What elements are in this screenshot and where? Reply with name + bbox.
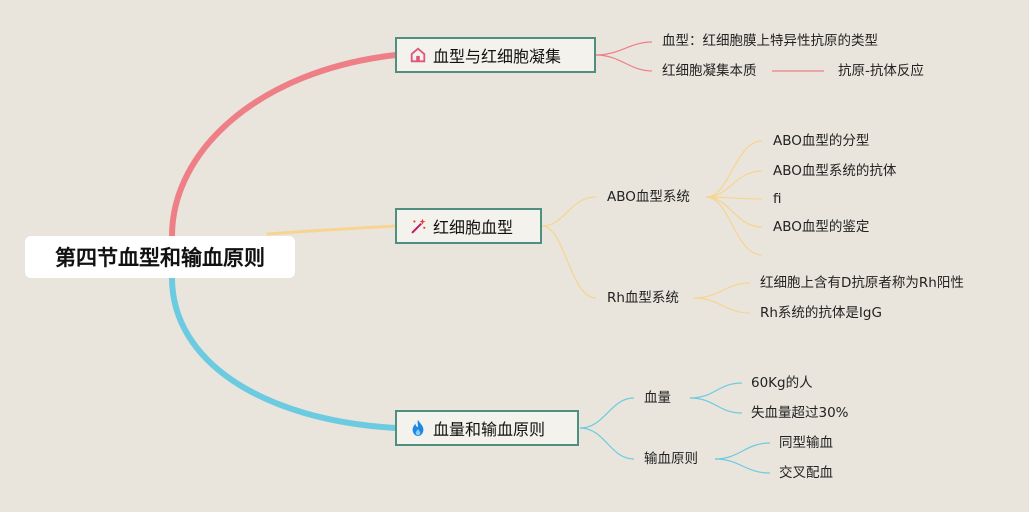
leaf-abo-antibodies[interactable]: ABO血型系统的抗体 [773, 163, 897, 179]
link-root-to-branch-3 [169, 275, 399, 431]
subtopic-blood-volume[interactable]: 血量 [644, 390, 671, 406]
link-rh-1 [693, 282, 751, 299]
magic-wand-icon [409, 217, 427, 235]
leaf-rh-igg[interactable]: Rh系统的抗体是IgG [760, 305, 882, 321]
link-sx-2 [714, 458, 771, 474]
link-sx-1 [714, 442, 771, 460]
branch-topic-label: 血型与红细胞凝集 [433, 47, 562, 66]
link-root-to-branch-2 [266, 224, 398, 236]
house-icon [409, 46, 427, 64]
link-b2-rh [541, 225, 597, 299]
subtopic-transfusion-principles[interactable]: 输血原则 [644, 451, 698, 467]
link-xl-1 [689, 382, 743, 399]
link-rh-2 [693, 297, 751, 314]
branch-topic-rbc-blood-type[interactable]: 红细胞血型 [395, 208, 542, 244]
leaf-abo-identification[interactable]: ABO血型的鉴定 [773, 219, 870, 235]
leaf-same-type-transfusion[interactable]: 同型输血 [779, 435, 833, 451]
link-abo-2 [705, 170, 763, 198]
branch-topic-blood-volume-transfusion[interactable]: 血量和输血原则 [395, 410, 579, 446]
branch-topic-blood-type-agglutination[interactable]: 血型与红细胞凝集 [395, 37, 596, 73]
subtopic-agglutination-essence[interactable]: 红细胞凝集本质 [662, 63, 757, 79]
root-topic[interactable]: 第四节血型和输血原则 [25, 236, 295, 278]
leaf-abo-typing[interactable]: ABO血型的分型 [773, 133, 870, 149]
subtopic-abo-system[interactable]: ABO血型系统 [607, 189, 690, 205]
link-b2-abo [541, 196, 597, 227]
leaf-cross-matching[interactable]: 交叉配血 [779, 465, 833, 481]
subtopic-rh-system[interactable]: Rh血型系统 [607, 290, 679, 306]
link-abo-4 [705, 196, 763, 228]
link-b3-shuxue [579, 427, 635, 460]
link-root-to-branch-1 [169, 52, 399, 239]
link-b3-xueliang [579, 397, 635, 429]
link-b1-c2 [595, 54, 653, 72]
flame-icon [409, 419, 427, 437]
leaf-abo-fi[interactable]: fi [773, 191, 782, 207]
link-b1-c1 [595, 41, 653, 56]
subtopic-blood-type-definition[interactable]: 血型：红细胞膜上特异性抗原的类型 [662, 33, 878, 49]
leaf-60kg-person[interactable]: 60Kg的人 [751, 375, 813, 391]
leaf-rh-positive[interactable]: 红细胞上含有D抗原者称为Rh阳性 [760, 275, 964, 291]
branch-topic-label: 血量和输血原则 [433, 420, 546, 439]
link-abo-1 [705, 140, 763, 198]
root-topic-label: 第四节血型和输血原则 [55, 246, 265, 270]
link-abo-tail [705, 196, 763, 256]
link-xl-2 [689, 397, 743, 414]
leaf-blood-loss-30[interactable]: 失血量超过30% [751, 405, 849, 421]
subtopic-antigen-antibody-reaction[interactable]: 抗原-抗体反应 [838, 63, 924, 79]
branch-topic-label: 红细胞血型 [433, 218, 514, 237]
